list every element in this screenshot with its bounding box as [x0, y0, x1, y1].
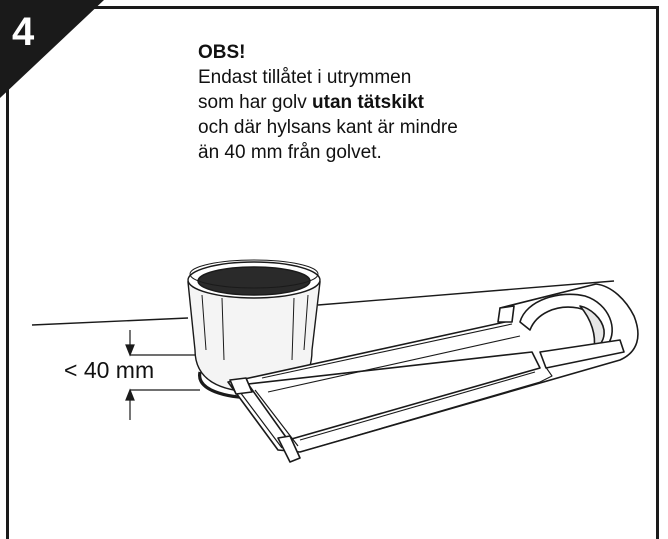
step-badge — [0, 0, 104, 98]
sleeve-pipe — [187, 259, 322, 400]
measure-lines — [125, 330, 200, 420]
note-line-3: och där hylsans kant är mindre — [198, 117, 458, 138]
floor-line-left — [31, 317, 189, 326]
drain-frame — [227, 283, 639, 463]
note-title: OBS! — [198, 42, 246, 63]
warning-note: OBS! Endast tillåtet i utrymmen som har … — [198, 40, 618, 165]
frame-right-border — [656, 6, 659, 539]
note-line-4: än 40 mm från golvet. — [198, 142, 382, 163]
frame-top-border — [0, 6, 659, 9]
floor-line-right — [317, 280, 615, 306]
measure-label: < 40 mm — [64, 357, 155, 383]
note-line-2-bold: utan tätskikt — [312, 92, 424, 113]
step-number: 4 — [12, 10, 35, 54]
note-line-2-prefix: som har golv — [198, 92, 313, 113]
frame-left-border — [6, 6, 9, 539]
note-line-1: Endast tillåtet i utrymmen — [198, 67, 412, 88]
